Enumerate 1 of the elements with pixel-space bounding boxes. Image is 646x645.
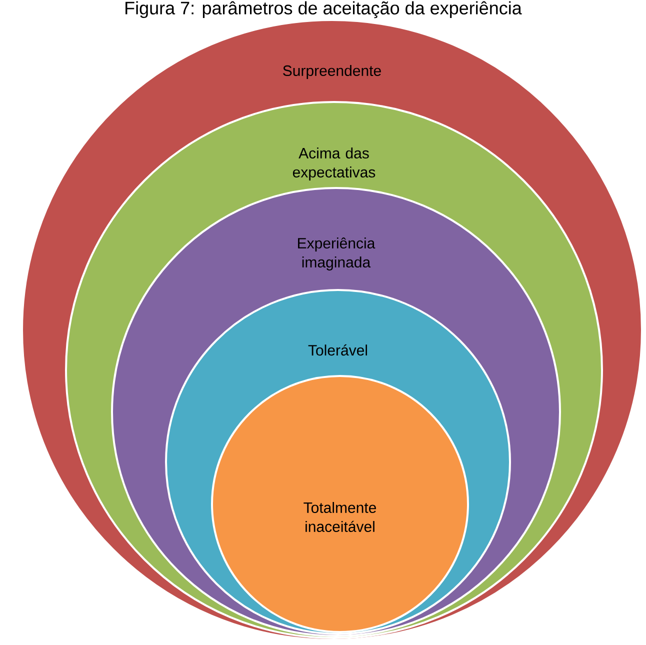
figure-title: Figura 7: parâmetros de aceitação da experiência	[123, 0, 523, 20]
